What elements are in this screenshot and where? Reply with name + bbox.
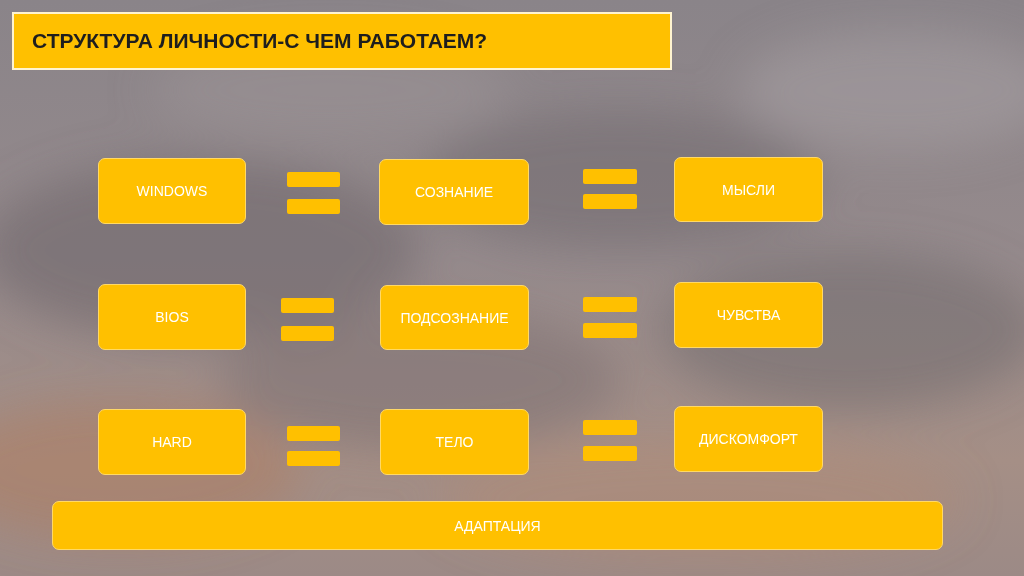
equals-bar [583, 297, 637, 312]
process-box: МЫСЛИ [674, 157, 823, 222]
equals-bar [287, 451, 340, 466]
process-box: ТЕЛО [380, 409, 529, 475]
clouds [0, 30, 1024, 560]
node-label: ПОДСОЗНАНИЕ [400, 310, 508, 326]
node-label: ДИСКОМФОРТ [699, 431, 798, 447]
node-label: ЧУВСТВА [717, 307, 781, 323]
process-box: ПОДСОЗНАНИЕ [380, 285, 529, 350]
node-label: BIOS [155, 309, 188, 325]
equals-bar [287, 199, 340, 214]
equals-bar [281, 326, 334, 341]
equals-bar [583, 323, 637, 338]
base-band: АДАПТАЦИЯ [52, 501, 943, 550]
node-label: МЫСЛИ [722, 182, 775, 198]
equals-bar [583, 169, 637, 184]
node-label: АДАПТАЦИЯ [454, 518, 540, 534]
process-box: BIOS [98, 284, 246, 350]
equals-bar [281, 298, 334, 313]
equals-bar [583, 446, 637, 461]
equals-bar [287, 172, 340, 187]
process-box: WINDOWS [98, 158, 246, 224]
equals-bar [287, 426, 340, 441]
equals-bar [583, 420, 637, 435]
process-box: ДИСКОМФОРТ [674, 406, 823, 472]
node-label: HARD [152, 434, 192, 450]
title-text: СТРУКТУРА ЛИЧНОСТИ-С ЧЕМ РАБОТАЕМ? [32, 29, 487, 53]
process-box: ЧУВСТВА [674, 282, 823, 348]
process-box: HARD [98, 409, 246, 475]
node-label: ТЕЛО [436, 434, 474, 450]
node-label: WINDOWS [137, 183, 208, 199]
process-box: СОЗНАНИЕ [379, 159, 529, 225]
node-label: СОЗНАНИЕ [415, 184, 493, 200]
title-box: СТРУКТУРА ЛИЧНОСТИ-С ЧЕМ РАБОТАЕМ? [12, 12, 672, 70]
equals-bar [583, 194, 637, 209]
